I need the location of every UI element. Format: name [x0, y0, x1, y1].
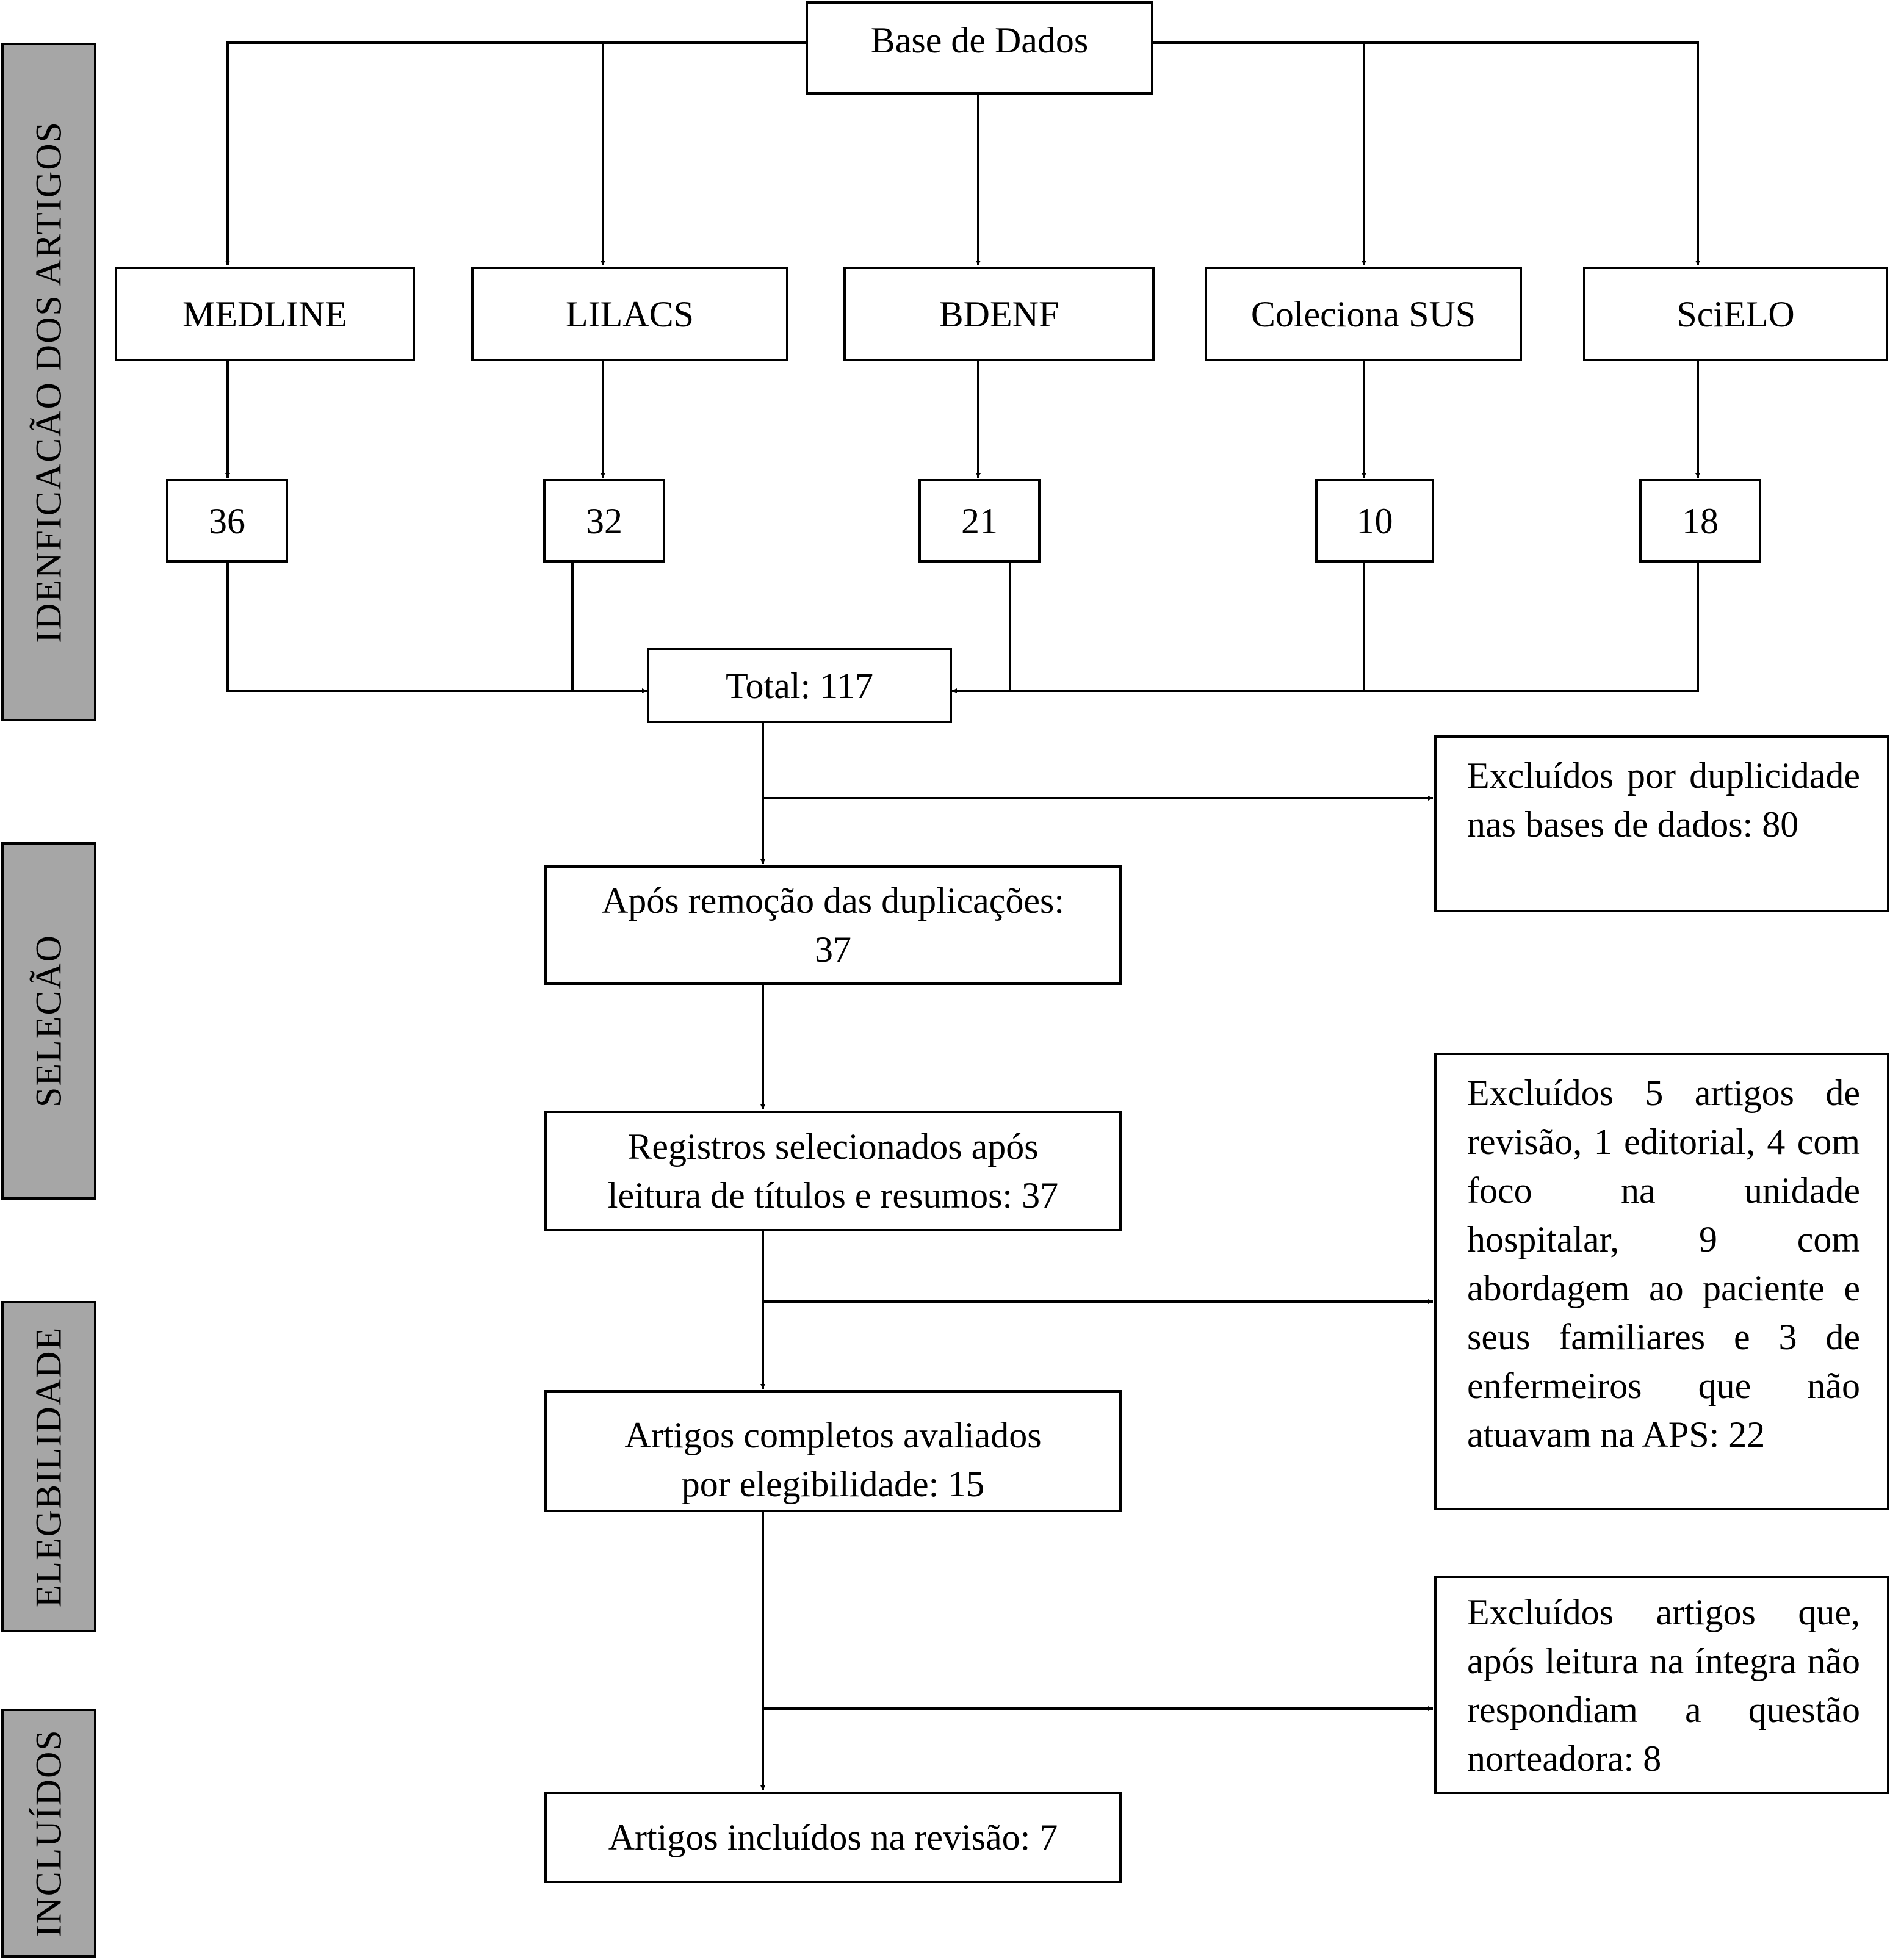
source-box-coleciona-sus: Coleciona SUS — [1205, 267, 1522, 361]
phase-incluidos-label: INCLUÍDOS — [28, 1729, 69, 1937]
exclusion-duplicates-text: Excluídos por duplicidade nas bases de d… — [1467, 755, 1860, 845]
source-count: 36 — [209, 500, 245, 541]
exclusion-box-screening: Excluídos 5 artigos de revisão, 1 editor… — [1434, 1053, 1889, 1510]
count-box-coleciona-sus: 10 — [1315, 479, 1434, 563]
phase-selecao-label: SELECÃO — [28, 934, 69, 1108]
source-box-medline: MEDLINE — [115, 267, 415, 361]
phase-elegibilidade: ELEGBILIDADE — [1, 1301, 96, 1632]
source-name: SciELO — [1676, 294, 1795, 334]
count-box-bdenf: 21 — [918, 479, 1041, 563]
phase-elegibilidade-label: ELEGBILIDADE — [28, 1326, 69, 1607]
included-box: Artigos incluídos na revisão: 7 — [544, 1792, 1122, 1883]
phase-selecao: SELECÃO — [1, 842, 96, 1200]
screened-line2: leitura de títulos e resumos: 37 — [607, 1175, 1059, 1216]
source-count: 10 — [1356, 500, 1393, 541]
source-name: BDENF — [939, 294, 1059, 334]
connector-base-to-coleciona — [1153, 41, 1366, 265]
source-count: 32 — [586, 500, 622, 541]
phase-identificacao-label: IDENFICACÃO DOS ARTIGOS — [28, 121, 69, 643]
count-box-scielo: 18 — [1639, 479, 1761, 563]
source-count: 21 — [961, 500, 998, 541]
included-label: Artigos incluídos na revisão: 7 — [608, 1817, 1058, 1857]
connector-left-counts-to-total — [226, 561, 647, 693]
source-box-lilacs: LILACS — [471, 267, 788, 361]
connector-base-to-scielo — [1364, 41, 1700, 265]
eligibility-box: Artigos completos avaliados por elegibil… — [544, 1390, 1122, 1512]
screened-line1: Registros selecionados após — [627, 1126, 1039, 1167]
after-dedup-box: Após remoção das duplicações: 37 — [544, 865, 1122, 985]
source-box-scielo: SciELO — [1583, 267, 1888, 361]
eligibility-line1: Artigos completos avaliados — [624, 1415, 1042, 1455]
count-box-lilacs: 32 — [543, 479, 665, 563]
source-name: MEDLINE — [182, 294, 347, 334]
count-box-medline: 36 — [166, 479, 288, 563]
after-dedup-line2: 37 — [815, 929, 851, 970]
eligibility-line2: por elegibilidade: 15 — [681, 1464, 985, 1504]
exclusion-box-full-text: Excluídos artigos que, após leitura na í… — [1434, 1576, 1889, 1794]
database-box: Base de Dados — [806, 1, 1153, 95]
exclusion-box-duplicates: Excluídos por duplicidade nas bases de d… — [1434, 735, 1889, 912]
source-box-bdenf: BDENF — [843, 267, 1155, 361]
screened-box: Registros selecionados após leitura de t… — [544, 1111, 1122, 1231]
connector-right-counts-to-total — [952, 561, 1699, 693]
total-label: Total: 117 — [726, 665, 873, 706]
source-name: Coleciona SUS — [1250, 294, 1476, 334]
after-dedup-line1: Após remoção das duplicações: — [601, 881, 1065, 921]
connector-base-to-medline — [225, 41, 806, 265]
database-label: Base de Dados — [870, 20, 1089, 60]
phase-identificacao: IDENFICACÃO DOS ARTIGOS — [1, 43, 96, 721]
phase-incluidos: INCLUÍDOS — [1, 1709, 96, 1958]
exclusion-screening-text: Excluídos 5 artigos de revisão, 1 editor… — [1467, 1073, 1860, 1455]
source-name: LILACS — [566, 294, 694, 334]
source-count: 18 — [1682, 500, 1719, 541]
total-box: Total: 117 — [647, 648, 952, 723]
exclusion-full-text-text: Excluídos artigos que, após leitura na í… — [1467, 1592, 1860, 1779]
